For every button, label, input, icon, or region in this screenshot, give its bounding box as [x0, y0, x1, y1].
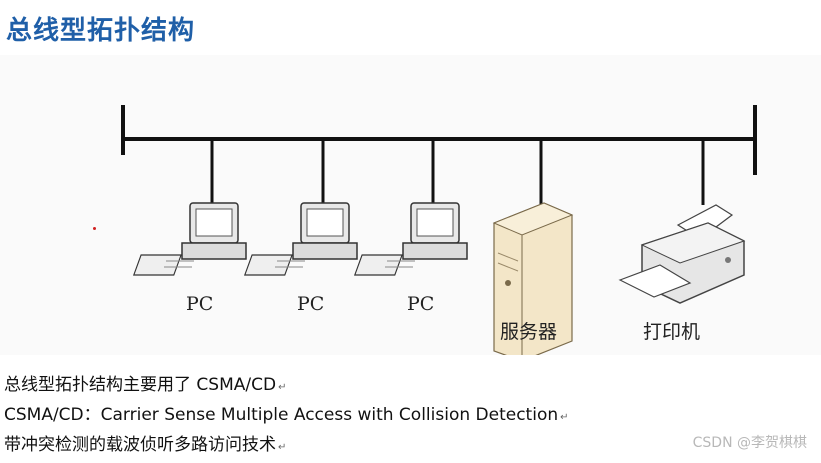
diagram-canvas [121, 105, 757, 362]
text-line-1: 总线型拓扑结构主要用了 CSMA/CD↵ [4, 375, 287, 395]
pc-icon [353, 202, 468, 276]
return-mark: ↵ [278, 382, 287, 393]
pc-label-2: PC [297, 293, 325, 315]
server-label: 服务器 [500, 321, 558, 343]
pc-label-1: PC [186, 293, 214, 315]
pc-icon [132, 202, 247, 276]
red-dot [93, 227, 96, 230]
csdn-watermark: CSDN @李贺棋棋 [692, 435, 807, 451]
bus-topology-diagram: PC PC PC 服务器 打印机 [0, 55, 821, 362]
return-mark: ↵ [278, 442, 287, 453]
pc-icon [243, 202, 358, 276]
return-mark: ↵ [560, 412, 569, 423]
server-icon [492, 202, 574, 362]
printer-icon [618, 204, 746, 304]
pc-label-3: PC [407, 293, 435, 315]
description-text: 总线型拓扑结构主要用了 CSMA/CD↵ CSMA/CD：Carrier Sen… [4, 370, 819, 460]
printer-label: 打印机 [643, 321, 701, 343]
slide-title: 总线型拓扑结构 [6, 16, 196, 46]
text-line-3: 带冲突检测的载波侦听多路访问技术↵ [4, 435, 287, 455]
text-line-2: CSMA/CD：Carrier Sense Multiple Access wi… [4, 405, 569, 425]
